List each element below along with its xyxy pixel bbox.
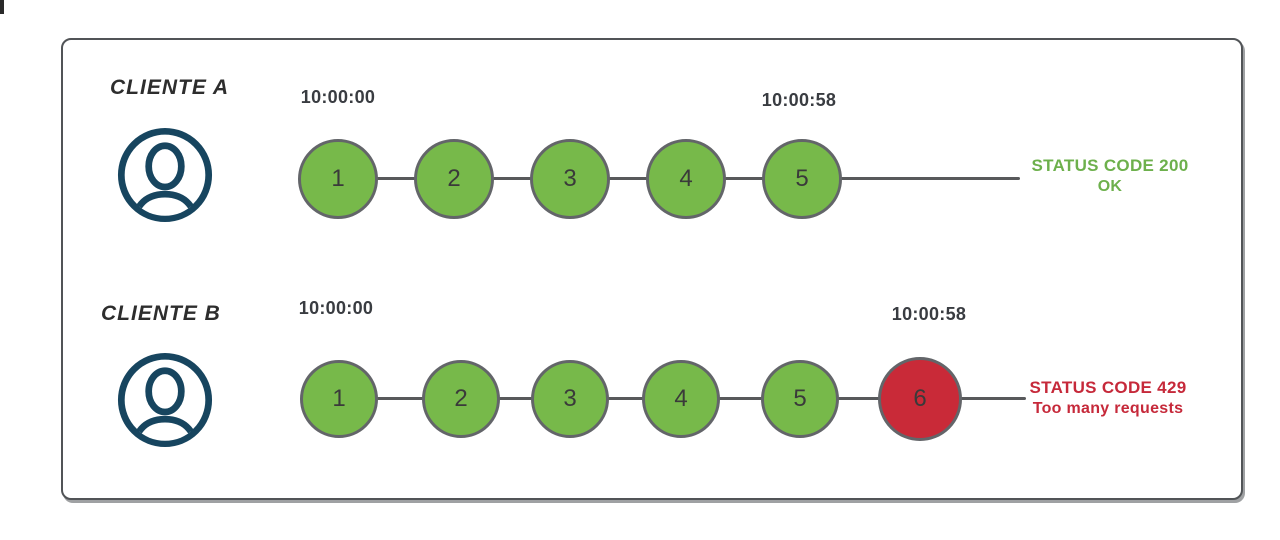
- request-node-a4: 4: [646, 139, 726, 219]
- user-icon: [117, 352, 213, 448]
- status-message-text: OK: [1097, 178, 1123, 195]
- request-node-b5: 5: [761, 360, 839, 438]
- request-number: 5: [795, 165, 809, 192]
- request-node-a1: 1: [298, 139, 378, 219]
- client-a-status: STATUS CODE 200 OK: [1010, 155, 1210, 197]
- client-a-label: CLIENTE A: [110, 76, 230, 99]
- request-node-b6-rate-limited: 6: [878, 357, 962, 441]
- client-b-start-time: 10:00:00: [298, 298, 374, 318]
- request-node-a3: 3: [530, 139, 610, 219]
- diagram-frame: [61, 38, 1243, 500]
- request-node-b2: 2: [422, 360, 500, 438]
- request-number: 1: [332, 385, 346, 412]
- client-a-start-time: 10:00:00: [300, 87, 376, 107]
- request-node-a2: 2: [414, 139, 494, 219]
- request-node-b4: 4: [642, 360, 720, 438]
- screen-edge-artifact: [0, 0, 4, 14]
- client-b-label: CLIENTE B: [101, 302, 221, 325]
- request-node-a5: 5: [762, 139, 842, 219]
- request-node-b3: 3: [531, 360, 609, 438]
- user-icon: [117, 127, 213, 223]
- request-number: 2: [454, 385, 468, 412]
- client-b-end-time: 10:00:58: [891, 304, 967, 324]
- request-number: 4: [674, 385, 688, 412]
- client-b-status: STATUS CODE 429 Too many requests: [1008, 377, 1208, 419]
- request-number: 3: [563, 385, 577, 412]
- status-message-text: Too many requests: [1032, 400, 1184, 417]
- client-a-end-time: 10:00:58: [761, 90, 837, 110]
- request-node-b1: 1: [300, 360, 378, 438]
- status-code-text: STATUS CODE 429: [1029, 378, 1187, 397]
- request-number: 4: [679, 165, 693, 192]
- request-number: 6: [913, 385, 927, 412]
- request-number: 3: [563, 165, 577, 192]
- status-code-text: STATUS CODE 200: [1031, 156, 1189, 175]
- request-number: 5: [793, 385, 807, 412]
- request-number: 2: [447, 165, 461, 192]
- request-number: 1: [331, 165, 345, 192]
